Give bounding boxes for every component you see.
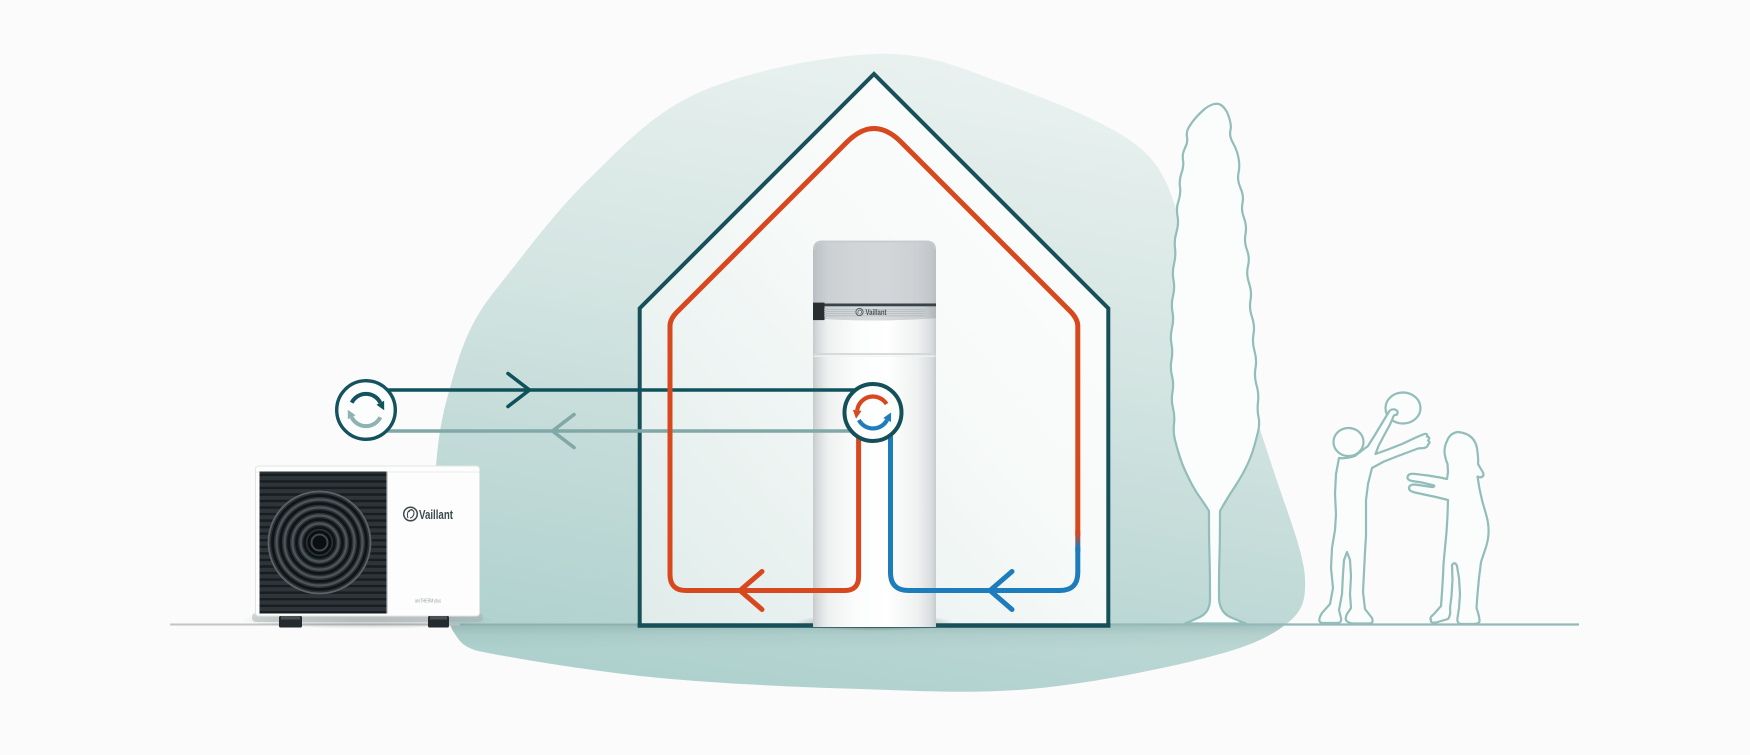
svg-text:Vaillant: Vaillant (866, 308, 887, 317)
svg-text:aroTHERM plus: aroTHERM plus (415, 599, 441, 605)
svg-text:Vaillant: Vaillant (419, 508, 454, 522)
